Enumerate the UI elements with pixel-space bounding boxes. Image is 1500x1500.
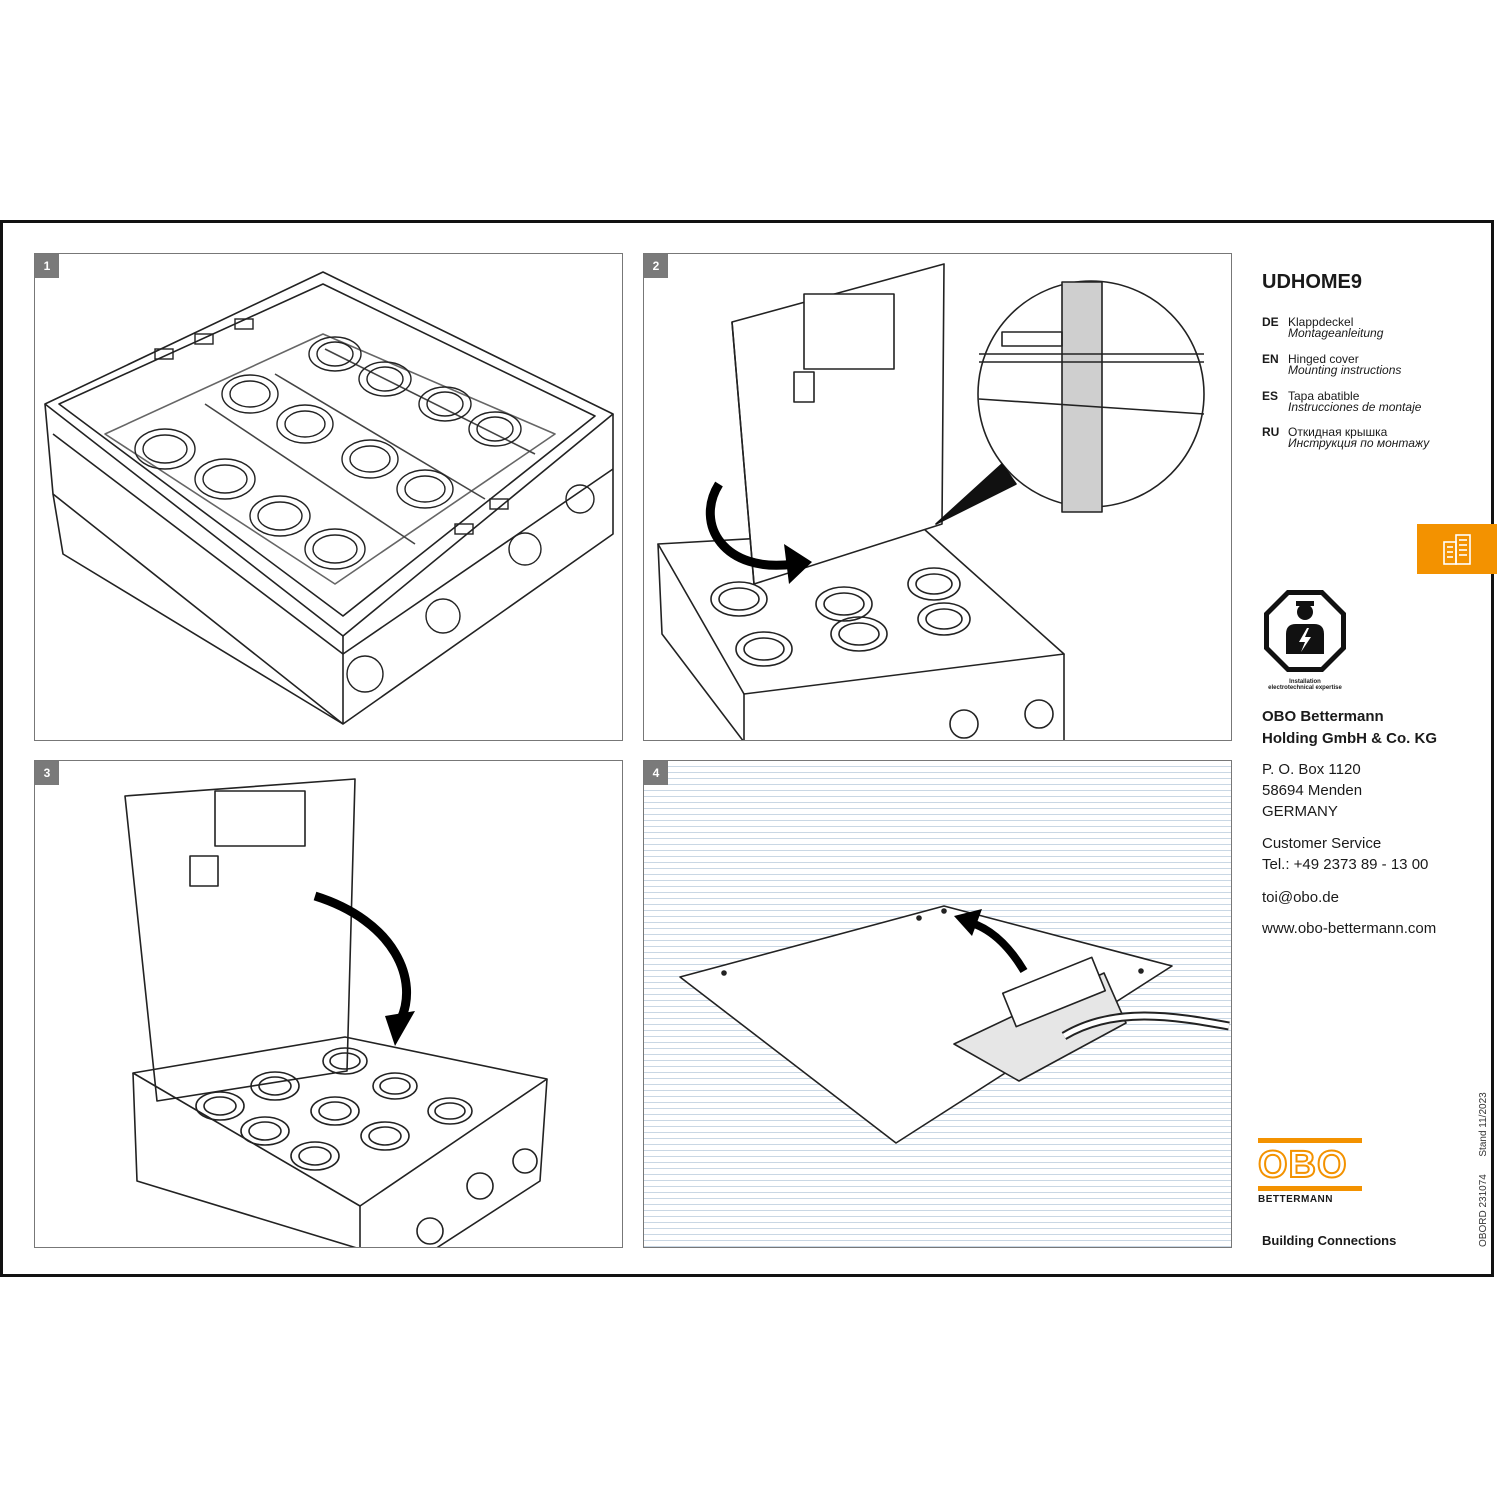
step-panel-2: 2 [643,253,1232,741]
step-panel-1: 1 [34,253,623,741]
company-name-line2: Holding GmbH & Co. KG [1262,730,1437,747]
step-number-1: 1 [35,254,59,278]
customer-service: Customer Service Tel.: +49 2373 89 - 13 … [1262,833,1428,875]
company-name: OBO Bettermann Holding GmbH & Co. KG [1262,706,1437,750]
lang-title: Tapa abatible [1288,389,1360,403]
lang-code: ES [1262,389,1279,403]
logo-subtext: BETTERMANN [1258,1194,1333,1205]
lang-title: Klappdeckel [1288,315,1354,329]
address-line3: GERMANY [1262,803,1338,820]
postal-address: P. O. Box 1120 58694 Menden GERMANY [1262,759,1362,822]
obo-logo: OBO BETTERMANN [1257,1138,1366,1205]
contact-website: www.obo-bettermann.com [1262,920,1437,937]
closed-cover-with-cable-illustration [679,905,1230,1144]
lang-title: Hinged cover [1288,352,1359,366]
lang-subtitle: Mounting instructions [1288,363,1402,377]
warning-caption-1: Installation [1289,679,1321,685]
installer-warning-block: Installation electrotechnical expertise [1262,588,1352,691]
lang-code: RU [1262,425,1280,439]
installer-electrical-warning-icon [1264,590,1346,672]
product-code: UDHOME9 [1262,271,1363,293]
contact-email: toi@obo.de [1262,889,1339,906]
address-line1: P. O. Box 1120 [1262,761,1361,778]
close-arrow-icon [313,891,412,1024]
open-cover-detail-illustration [657,263,1205,740]
lang-code: DE [1262,315,1279,329]
document-reference: OBORD 231074 Stand 11/2023 [1478,1092,1489,1247]
logo-text: OBO [1257,1144,1348,1186]
building-icon [1443,534,1471,565]
close-cover-illustration [124,778,548,1247]
step-number-4: 4 [644,761,668,785]
warning-caption-2: electrotechnical expertise [1268,685,1342,691]
step-panel-3: 3 [34,760,623,1248]
service-label: Customer Service [1262,835,1382,852]
lang-title: Откидная крышка [1288,425,1388,439]
lang-subtitle: Montageanleitung [1288,326,1384,340]
address-line2: 58694 Menden [1262,782,1363,799]
lang-code: EN [1262,352,1279,366]
lang-subtitle: Instrucciones de montaje [1288,400,1422,414]
document-date: Stand 11/2023 [1478,1092,1489,1157]
floor-box-open-illustration [44,271,614,725]
step-panel-4: 4 [643,760,1232,1248]
lang-subtitle: Инструкция по монтажу [1288,436,1430,450]
document-number: OBORD 231074 [1478,1174,1489,1247]
step-number-2: 2 [644,254,668,278]
step-number-3: 3 [35,761,59,785]
rotate-arrow-icon [705,481,795,570]
category-tab [1417,524,1497,574]
service-phone: Tel.: +49 2373 89 - 13 00 [1262,856,1429,873]
tagline: Building Connections [1262,1233,1397,1248]
company-name-line1: OBO Bettermann [1262,708,1384,725]
